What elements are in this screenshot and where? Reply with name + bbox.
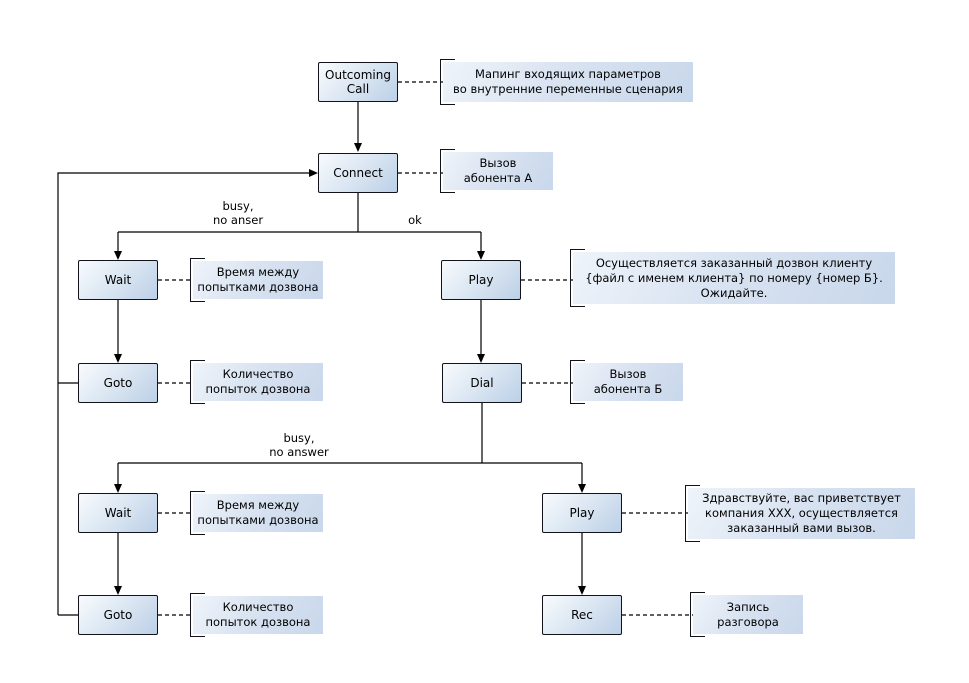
arrowheads (114, 143, 586, 595)
note-goto-2[interactable]: Количество попыток дозвона (190, 593, 323, 637)
node-play-2[interactable]: Play (542, 493, 622, 533)
edge-label-ok: ok (408, 213, 422, 227)
note-connect[interactable]: Вызов абонента А (440, 149, 553, 193)
note-rec[interactable]: Запись разговора (690, 592, 803, 637)
node-connect[interactable]: Connect (318, 153, 398, 193)
node-outcoming-call[interactable]: Outcoming Call (318, 62, 398, 102)
edge-label-busy-no-answer: busy, no answer (269, 431, 329, 459)
note-wait-1[interactable]: Время между попытками дозвона (190, 258, 323, 302)
node-goto-2[interactable]: Goto (78, 595, 158, 635)
node-goto-1[interactable]: Goto (78, 363, 158, 403)
note-wait-2[interactable]: Время между попытками дозвона (190, 491, 323, 535)
node-wait-2[interactable]: Wait (78, 493, 158, 533)
note-play-2[interactable]: Здравствуйте, вас приветствует компания … (685, 485, 915, 542)
note-dial[interactable]: Вызов абонента Б (570, 360, 683, 404)
node-play-1[interactable]: Play (441, 260, 521, 300)
note-connectors (158, 81, 693, 616)
node-dial[interactable]: Dial (442, 363, 522, 403)
note-play-1[interactable]: Осуществляется заказанный дозвон клиенту… (570, 249, 895, 307)
note-goto-1[interactable]: Количество попыток дозвона (190, 360, 323, 404)
flow-lines (57, 102, 583, 616)
node-wait-1[interactable]: Wait (78, 260, 158, 300)
node-rec[interactable]: Rec (542, 595, 622, 635)
edge-label-busy-no-anser: busy, no anser (212, 199, 264, 227)
note-outcoming-call[interactable]: Мапинг входящих параметров во внутренние… (440, 59, 693, 105)
